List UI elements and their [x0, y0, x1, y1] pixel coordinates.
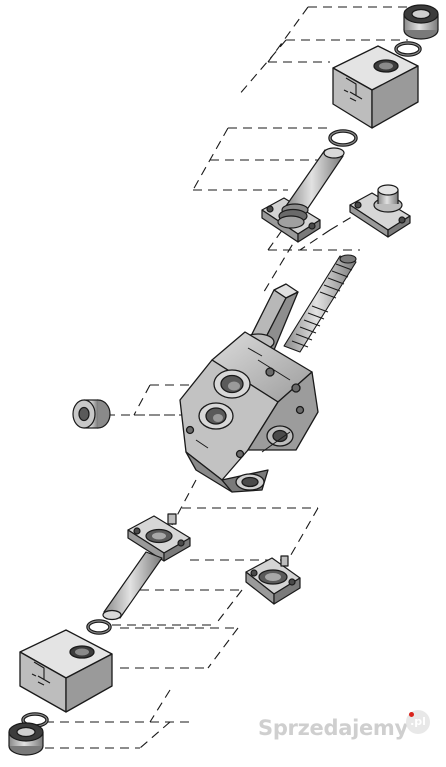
- watermark-dot-icon: [409, 712, 414, 717]
- watermark-badge: .pl: [406, 710, 430, 734]
- valve-body: [179, 283, 319, 493]
- watermark-text: Sprzedajemy: [258, 716, 408, 740]
- manual-override-cap: [349, 184, 411, 238]
- armature-tube-top: [261, 147, 345, 243]
- pilot-cap-bottom: [245, 555, 301, 605]
- side-plug: [72, 399, 111, 429]
- solenoid-coil-top: [332, 45, 419, 129]
- watermark: Sprzedajemy .pl: [258, 710, 444, 752]
- solenoid-coil-bottom: [19, 629, 113, 713]
- o-ring-tube-top: [328, 129, 358, 147]
- flange-bottom: [127, 513, 191, 562]
- end-cap-top: [403, 4, 439, 40]
- watermark-badge-text: .pl: [410, 715, 426, 728]
- spool: [283, 254, 357, 353]
- assembly-guide-lines: [45, 6, 408, 749]
- o-ring-top: [394, 41, 422, 57]
- o-ring-bottom: [86, 619, 112, 635]
- armature-tube-bottom: [102, 551, 163, 621]
- end-cap-bottom: [8, 722, 44, 756]
